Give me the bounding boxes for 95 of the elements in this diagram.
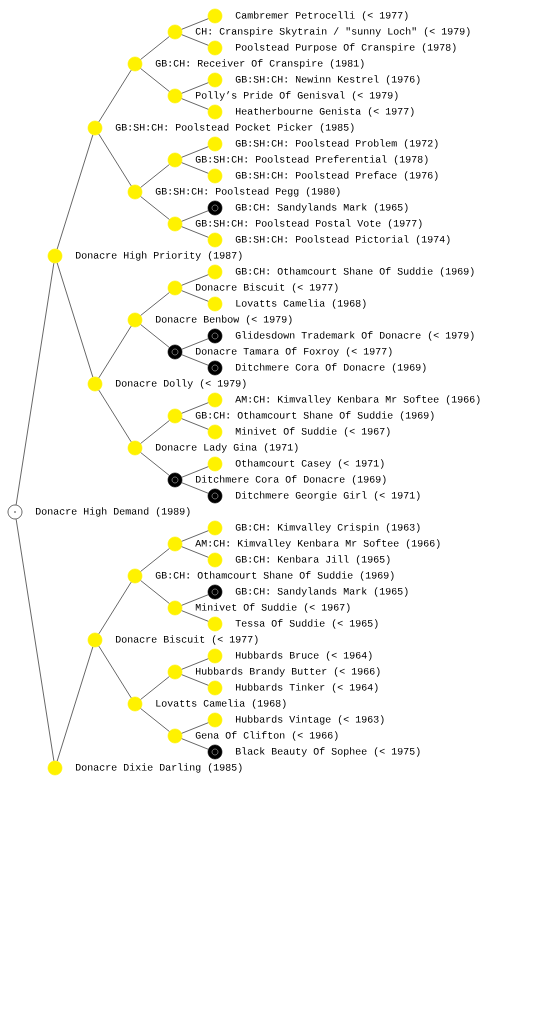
dog-name: GB:CH: Othamcourt Shane Of Suddie (1969) xyxy=(235,267,474,277)
connector-line xyxy=(181,610,209,622)
dog-name: Donacre Biscuit (< 1977) xyxy=(196,283,338,293)
dog-name: Lovatts Camelia (1968) xyxy=(236,299,366,309)
connector-line xyxy=(140,548,170,572)
connector-line xyxy=(15,518,55,762)
connector-line xyxy=(98,645,132,699)
dog-name: Poolstead Purpose Of Cranspire (1978) xyxy=(236,43,456,53)
dog-name: Heatherbourne Genista (< 1977) xyxy=(236,107,414,117)
connector-line xyxy=(181,738,209,750)
dog-name: GB:SH:CH: Newinn Kestrel (1976) xyxy=(235,75,420,85)
connector-line xyxy=(140,68,170,92)
connector-line xyxy=(181,546,209,558)
connector-line xyxy=(181,530,209,542)
connector-line xyxy=(56,134,94,250)
dog-name: GB:SH:CH: Poolstead Preface (1976) xyxy=(235,171,438,181)
connector-line xyxy=(181,226,209,238)
dog-name: GB:SH:CH: Poolstead Preferential (1978) xyxy=(195,155,428,165)
connector-line xyxy=(181,354,209,366)
dog-name: Donacre High Priority (1987) xyxy=(76,251,242,261)
connector-line xyxy=(181,274,209,286)
connector-line xyxy=(181,18,209,30)
connector-line xyxy=(98,581,132,635)
connector-line xyxy=(181,210,209,222)
dog-name: GB:SH:CH: Poolstead Pegg (1980) xyxy=(155,187,340,197)
connector-line xyxy=(140,324,170,348)
connector-line xyxy=(181,338,209,350)
connector-line xyxy=(181,418,209,430)
dog-name: Gena Of Clifton (< 1966) xyxy=(195,731,338,741)
dog-name: AM:CH: Kimvalley Kenbara Mr Softee (1966) xyxy=(195,539,440,549)
connector-line xyxy=(181,482,209,494)
dog-name: Tessa Of Suddie (< 1965) xyxy=(235,619,378,629)
dog-name: Ditchmere Cora Of Donacre (1969) xyxy=(196,475,386,485)
dog-name: GB:SH:CH: Poolstead Pictorial (1974) xyxy=(235,235,450,245)
connector-line xyxy=(98,389,132,443)
connector-line xyxy=(181,82,209,94)
dog-name: Othamcourt Casey (< 1971) xyxy=(235,459,384,469)
connector-line xyxy=(140,708,170,732)
connector-line xyxy=(140,452,170,476)
dog-name: GB:CH: Sandylands Mark (1965) xyxy=(235,587,408,597)
dog-name: Polly’s Pride Of Genisval (< 1979) xyxy=(196,91,398,101)
connector-line xyxy=(98,133,132,187)
connector-line xyxy=(140,164,170,188)
dog-name: Glidesdown Trademark Of Donacre (< 1979) xyxy=(235,331,474,341)
dog-name: CH: Cranspire Skytrain / "sunny Loch" (< 1979) xyxy=(195,27,470,37)
connector-line xyxy=(181,402,209,414)
dog-name: Donacre Tamara Of Foxroy (< 1977) xyxy=(196,347,392,357)
connector-line xyxy=(181,290,209,302)
connector-line xyxy=(140,292,170,316)
dog-name: GB:CH: Kimvalley Crispin (1963) xyxy=(235,523,420,533)
connector-line xyxy=(98,325,132,379)
connector-line xyxy=(181,98,209,110)
connector-line xyxy=(140,420,170,444)
dog-name: Donacre Biscuit (< 1977) xyxy=(116,635,258,645)
dog-name: Black Beauty Of Sophee (< 1975) xyxy=(236,747,420,757)
dog-name: Ditchmere Cora Of Donacre (1969) xyxy=(236,363,426,373)
dog-name: Donacre High Demand (1989) xyxy=(36,507,190,517)
dog-name: GB:CH: Kenbara Jill (1965) xyxy=(235,555,390,565)
connector-line xyxy=(56,262,94,378)
dog-name: Hubbards Tinker (< 1964) xyxy=(236,683,378,693)
connector-line xyxy=(181,658,209,670)
connector-line xyxy=(181,34,209,46)
dog-name: Hubbards Vintage (< 1963) xyxy=(236,715,384,725)
connector-line xyxy=(140,36,170,60)
connector-line xyxy=(181,466,209,478)
dog-name: Donacre Dixie Darling (1985) xyxy=(76,763,242,773)
dog-name: Lovatts Camelia (1968) xyxy=(156,699,286,709)
dog-name: GB:CH: Othamcourt Shane Of Suddie (1969) xyxy=(195,411,434,421)
dog-name: Donacre Dolly (< 1979) xyxy=(116,379,246,389)
dog-name: GB:SH:CH: Poolstead Pocket Picker (1985) xyxy=(115,123,354,133)
connector-line xyxy=(140,580,170,604)
connector-line xyxy=(181,162,209,174)
connector-line xyxy=(181,146,209,158)
dog-name: Hubbards Bruce (< 1964) xyxy=(236,651,372,661)
dog-name: GB:CH: Othamcourt Shane Of Suddie (1969) xyxy=(155,571,394,581)
connector-line xyxy=(56,646,94,762)
dog-name: Hubbards Brandy Butter (< 1966) xyxy=(196,667,380,677)
dog-name: AM:CH: Kimvalley Kenbara Mr Softee (1966) xyxy=(235,395,480,405)
connector-line xyxy=(15,262,55,506)
connector-line xyxy=(181,674,209,686)
dog-name: GB:SH:CH: Poolstead Problem (1972) xyxy=(235,139,438,149)
dog-name: Minivet Of Suddie (< 1967) xyxy=(235,427,390,437)
dog-name: GB:CH: Sandylands Mark (1965) xyxy=(235,203,408,213)
dog-name: Cambremer Petrocelli (< 1977) xyxy=(235,11,408,21)
dog-name: Minivet Of Suddie (< 1967) xyxy=(195,603,350,613)
connector-line xyxy=(140,676,170,700)
connector-line xyxy=(181,594,209,606)
connector-line xyxy=(181,722,209,734)
dog-name: Donacre Lady Gina (1971) xyxy=(156,443,298,453)
dog-name: Ditchmere Georgie Girl (< 1971) xyxy=(236,491,420,501)
connector-line xyxy=(140,196,170,220)
connector-line xyxy=(98,69,132,123)
dog-name: GB:CH: Receiver Of Cranspire (1981) xyxy=(155,59,364,69)
dog-name: Donacre Benbow (< 1979) xyxy=(156,315,292,325)
dog-name: GB:SH:CH: Poolstead Postal Vote (1977) xyxy=(195,219,422,229)
